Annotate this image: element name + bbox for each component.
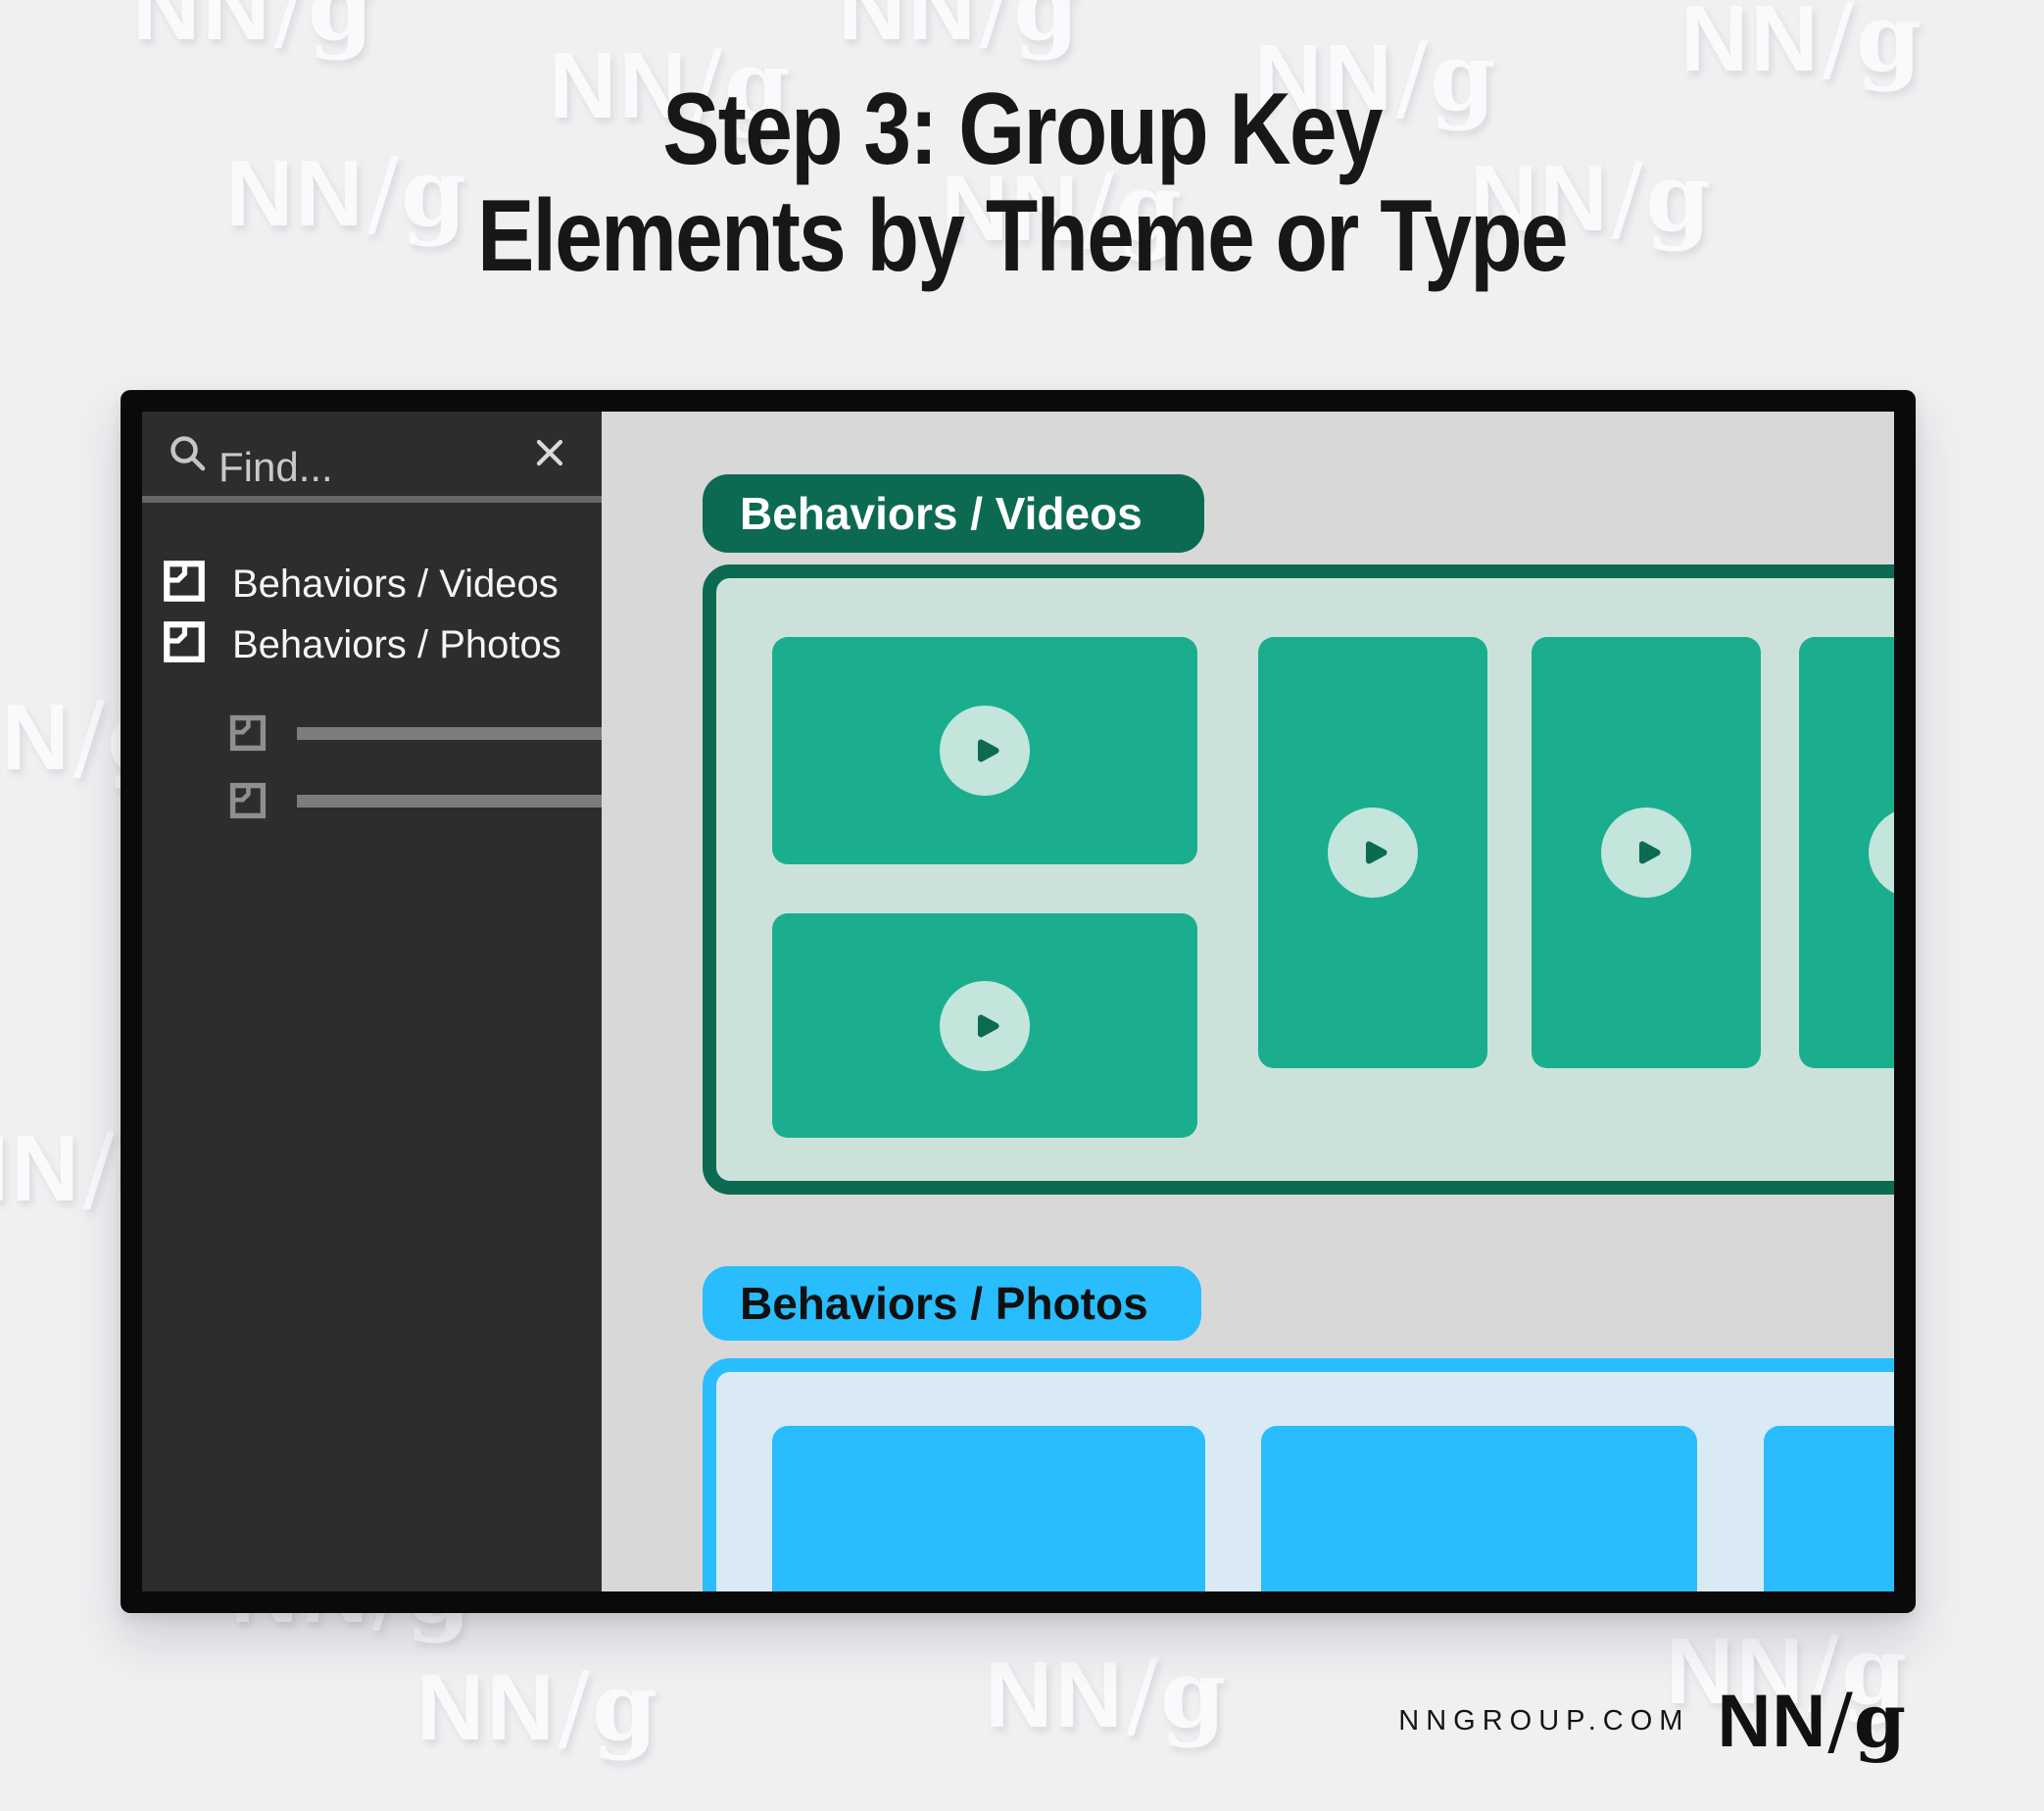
sticky-note-icon	[229, 782, 267, 819]
play-icon[interactable]	[940, 706, 1030, 796]
sidebar-item-placeholder-bar	[297, 727, 602, 740]
page-title-line1: Step 3: Group Key	[662, 73, 1383, 186]
nng-logo: NN/g	[1717, 1677, 1906, 1764]
search-input[interactable]: Find...	[219, 444, 333, 490]
play-icon[interactable]	[940, 980, 1030, 1071]
nng-watermark: NN/g	[1680, 0, 1922, 93]
sidebar: Find... Behaviors / Videos	[142, 412, 602, 1591]
nng-watermark: NN/g	[1470, 142, 1712, 253]
nng-watermark: NN/g	[941, 152, 1183, 263]
nng-watermark: NN/g	[1254, 22, 1496, 132]
sidebar-item-label: Behaviors / Photos	[232, 623, 561, 666]
close-icon[interactable]	[533, 436, 566, 469]
sidebar-sub-item[interactable]	[142, 710, 602, 765]
video-card[interactable]	[772, 637, 1197, 864]
photo-card[interactable]	[1261, 1426, 1697, 1591]
footer-site-text: NNGROUP.COM	[1398, 1705, 1690, 1737]
sticky-note-icon	[229, 714, 267, 752]
canvas[interactable]: Behaviors / Videos Behaviors / Photos	[602, 412, 1894, 1591]
video-card[interactable]	[1532, 637, 1761, 1068]
photo-card[interactable]	[1764, 1426, 1894, 1591]
play-icon[interactable]	[1328, 808, 1418, 898]
page-title: Step 3: Group Key Elements by Theme or T…	[164, 73, 1880, 294]
sidebar-sub-item[interactable]	[142, 778, 602, 833]
group-label-text: Behaviors / Photos	[740, 1278, 1148, 1329]
footer: NNGROUP.COM NN/g	[1398, 1684, 1906, 1759]
play-icon[interactable]	[1601, 808, 1691, 898]
nng-watermark: NN/g	[838, 0, 1080, 62]
page-title-line2: Elements by Theme or Type	[477, 179, 1568, 294]
play-icon[interactable]	[1869, 808, 1894, 898]
sticky-note-icon	[164, 561, 205, 602]
sidebar-item-label: Behaviors / Videos	[232, 563, 559, 606]
group-label-photos[interactable]: Behaviors / Photos	[703, 1266, 1201, 1341]
app-window: Find... Behaviors / Videos	[121, 390, 1916, 1613]
sidebar-divider	[142, 496, 602, 503]
nng-watermark: NN/g	[132, 0, 374, 62]
nng-watermark: NN/g	[225, 137, 467, 248]
sidebar-item-placeholder-bar	[297, 795, 602, 808]
photo-card[interactable]	[772, 1426, 1205, 1591]
search-field[interactable]: Find...	[142, 412, 602, 496]
nng-watermark: NN/g	[549, 29, 791, 140]
sidebar-item-behaviors-photos[interactable]: Behaviors / Photos	[142, 615, 602, 670]
group-label-videos[interactable]: Behaviors / Videos	[703, 474, 1204, 553]
sidebar-item-behaviors-videos[interactable]: Behaviors / Videos	[142, 555, 602, 610]
video-card[interactable]	[1258, 637, 1487, 1068]
search-icon	[170, 436, 206, 471]
video-card[interactable]	[772, 913, 1197, 1138]
video-card[interactable]	[1799, 637, 1894, 1068]
nng-watermark: NN/g	[1666, 1615, 1908, 1726]
nng-watermark: NN/g	[416, 1651, 658, 1762]
nng-watermark: NN/g	[985, 1639, 1227, 1749]
sticky-note-icon	[164, 621, 205, 662]
group-label-text: Behaviors / Videos	[740, 488, 1143, 539]
